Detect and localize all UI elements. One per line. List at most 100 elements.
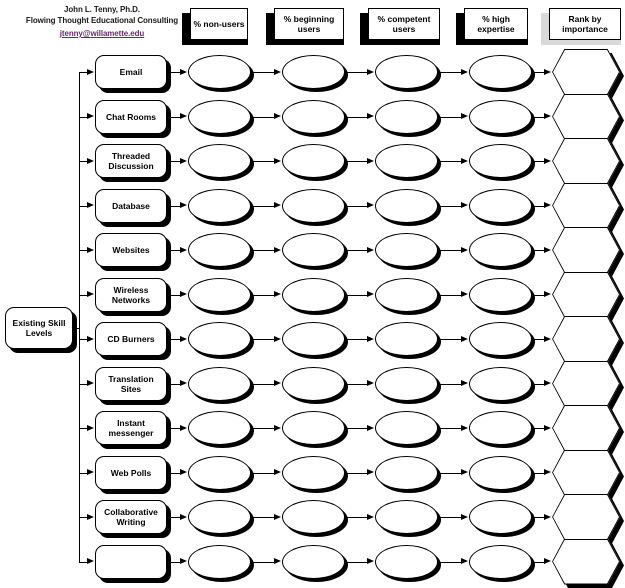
row-label-1[interactable]: Chat Rooms (95, 99, 167, 134)
ellipse-cell-row9-col0[interactable] (188, 455, 251, 490)
column-header-2[interactable]: % competent users (368, 8, 440, 40)
ellipse-cell-row9-col1[interactable] (281, 455, 345, 490)
ellipse-cell-row8-col3[interactable] (468, 411, 532, 445)
ellipse-cell-row3-col3[interactable] (468, 188, 532, 223)
ellipse-cell-row9-col3[interactable] (468, 455, 532, 490)
ellipse-cell-row10-col2[interactable] (375, 500, 438, 534)
ellipse-cell-row9-col2[interactable] (375, 455, 438, 490)
connector-row11-col3 (438, 561, 462, 563)
ellipse-cell-row3-col1[interactable] (281, 188, 345, 223)
root-node: Existing Skill Levels (5, 307, 73, 349)
ellipse-cell-row1-col3[interactable] (468, 99, 532, 134)
column-header-4[interactable]: Rank by importance (549, 8, 621, 40)
ellipse-cell-row6-col0[interactable] (188, 322, 251, 356)
row-label-0[interactable]: Email (95, 55, 167, 89)
ellipse-cell-row10-col3[interactable] (468, 500, 532, 534)
connector-row8-col1 (251, 428, 275, 429)
hexagon-cell-row10[interactable] (552, 494, 620, 540)
connector-arrow-row4-col1 (273, 246, 281, 253)
row-label-8[interactable]: Instant messenger (95, 411, 167, 445)
row-label-4[interactable]: Websites (95, 233, 167, 267)
column-header-3[interactable]: % high expertise (464, 8, 528, 40)
hexagon-fill (553, 50, 619, 94)
ellipse-cell-row8-col2[interactable] (375, 411, 438, 445)
ellipse-cell-row4-col3[interactable] (468, 233, 532, 267)
connector-row11-hex (531, 561, 545, 563)
hexagon-cell-row6[interactable] (552, 316, 620, 362)
ellipse-cell-row7-col1[interactable] (281, 366, 345, 401)
ellipse-cell-row8-col0[interactable] (188, 411, 251, 445)
ellipse-cell-row11-col2[interactable] (375, 544, 438, 579)
ellipse-cell-row1-col0[interactable] (188, 99, 251, 134)
row-label-9[interactable]: Web Polls (95, 455, 167, 490)
hexagon-cell-row8[interactable] (552, 405, 620, 451)
ellipse-cell-row2-col3[interactable] (468, 144, 532, 178)
row-branch-arrow-11 (87, 558, 94, 564)
ellipse-cell-row0-col3[interactable] (468, 55, 532, 89)
hexagon-cell-row0[interactable] (552, 49, 620, 95)
ellipse-cell-row5-col1[interactable] (281, 277, 345, 312)
hexagon-cell-row3[interactable] (552, 182, 620, 229)
ellipse-cell-row3-col2[interactable] (375, 188, 438, 223)
ellipse-cell-row7-col0[interactable] (188, 366, 251, 401)
connector-row2-col2 (344, 161, 368, 162)
connector-arrow-row8-col1 (273, 424, 281, 431)
column-header-1[interactable]: % beginning users (274, 8, 344, 40)
ellipse-cell-row4-col2[interactable] (375, 233, 438, 267)
ellipse-cell-row0-col1[interactable] (281, 55, 345, 89)
ellipse-cell-row7-col3[interactable] (468, 366, 532, 401)
column-header-0[interactable]: % non-users (190, 8, 248, 40)
ellipse-cell-row6-col3[interactable] (468, 322, 532, 356)
row-branch-line-9 (79, 472, 88, 474)
ellipse-cell-row10-col1[interactable] (281, 500, 345, 534)
connector-arrow-row9-col2 (367, 469, 374, 475)
ellipse-cell-row4-col0[interactable] (188, 233, 251, 267)
ellipse-cell-row0-col2[interactable] (375, 55, 438, 89)
ellipse-cell-row6-col1[interactable] (281, 322, 345, 356)
hexagon-cell-row1[interactable] (552, 93, 620, 140)
ellipse-cell-row1-col2[interactable] (375, 99, 438, 134)
hexagon-cell-row9[interactable] (552, 449, 620, 496)
ellipse-cell-row4-col1[interactable] (281, 233, 345, 267)
hexagon-cell-row7[interactable] (552, 360, 620, 407)
hexagon-cell-row5[interactable] (552, 271, 620, 318)
row-label-2[interactable]: Threaded Discussion (95, 144, 167, 178)
ellipse-cell-row0-col0[interactable] (188, 55, 251, 89)
connector-row10-col1 (251, 517, 275, 518)
ellipse-cell-row5-col2[interactable] (375, 277, 438, 312)
hexagon-fill (553, 495, 619, 539)
ellipse-cell-row11-col1[interactable] (281, 544, 345, 579)
connector-arrow-row7-hex (544, 380, 551, 386)
row-label-5[interactable]: Wireless Networks (95, 277, 167, 312)
row-branch-arrow-10 (87, 513, 94, 520)
author-email-link[interactable]: jtenny@willamette.edu (59, 29, 145, 38)
row-branch-line-10 (79, 517, 88, 518)
hexagon-fill (553, 183, 619, 228)
row-branch-arrow-4 (87, 246, 94, 253)
ellipse-cell-row3-col0[interactable] (188, 188, 251, 223)
ellipse-cell-row5-col0[interactable] (188, 277, 251, 312)
row-label-11[interactable] (95, 544, 167, 579)
hexagon-cell-row2[interactable] (552, 138, 620, 184)
ellipse-cell-row10-col0[interactable] (188, 500, 251, 534)
hexagon-cell-row11[interactable] (552, 538, 620, 585)
row-label-text-3: Database (112, 200, 150, 211)
ellipse-cell-row5-col3[interactable] (468, 277, 532, 312)
ellipse-cell-row11-col3[interactable] (468, 544, 532, 579)
row-branch-arrow-0 (87, 68, 94, 75)
ellipse-cell-row8-col1[interactable] (281, 411, 345, 445)
ellipse-cell-row6-col2[interactable] (375, 322, 438, 356)
row-label-3[interactable]: Database (95, 188, 167, 223)
ellipse-cell-row1-col1[interactable] (281, 99, 345, 134)
hexagon-cell-row4[interactable] (552, 227, 620, 273)
ellipse-cell-row2-col1[interactable] (281, 144, 345, 178)
ellipse-cell-row2-col2[interactable] (375, 144, 438, 178)
ellipse-cell-row11-col0[interactable] (188, 544, 251, 579)
row-label-6[interactable]: CD Burners (95, 322, 167, 356)
row-label-10[interactable]: Collaborative Writing (95, 500, 167, 534)
connector-row5-col3 (438, 294, 462, 296)
ellipse-cell-row7-col2[interactable] (375, 366, 438, 401)
connector-row11-col0 (167, 561, 181, 563)
row-label-7[interactable]: Translation Sites (95, 366, 167, 401)
ellipse-cell-row2-col0[interactable] (188, 144, 251, 178)
